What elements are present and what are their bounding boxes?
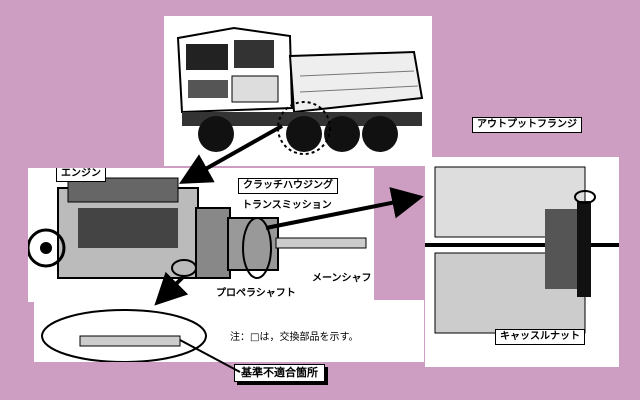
leader-defect bbox=[179, 339, 241, 373]
dump-truck-image bbox=[164, 16, 432, 166]
note-text: 注：□は，交換部品を示す。 bbox=[230, 332, 359, 343]
label-propeller-shaft: プロペラシャフト bbox=[216, 288, 296, 299]
focus-circle bbox=[277, 101, 331, 155]
label-castle-nut: キャッスルナット bbox=[495, 329, 585, 345]
engine-assembly-image: エンジン クラッチハウジング トランスミッション プロペラシャフト メーンシャフ… bbox=[28, 168, 374, 302]
label-defect-location: 基準不適合箇所 bbox=[234, 364, 325, 382]
detail-drawing bbox=[41, 309, 207, 362]
detail-area: 注：□は，交換部品を示す。 bbox=[34, 300, 424, 362]
output-circle bbox=[242, 217, 272, 279]
label-output-flange-top: アウトプットフランジ bbox=[472, 117, 582, 133]
label-main-shaft: メーンシャフト bbox=[312, 273, 374, 284]
arrow-engine-to-detail bbox=[154, 271, 189, 306]
label-engine: エンジン bbox=[56, 168, 106, 182]
label-clutch-housing: クラッチハウジング bbox=[238, 178, 338, 194]
transmission-section-image: キャッスルナット bbox=[425, 157, 619, 367]
arrow-truck-to-engine bbox=[179, 124, 283, 184]
engine-drawing bbox=[28, 177, 367, 279]
dump-truck-drawing bbox=[176, 26, 424, 155]
section-drawing bbox=[425, 166, 619, 334]
label-transmission: トランスミッション bbox=[242, 200, 332, 211]
arrow-engine-to-section bbox=[265, 187, 424, 230]
